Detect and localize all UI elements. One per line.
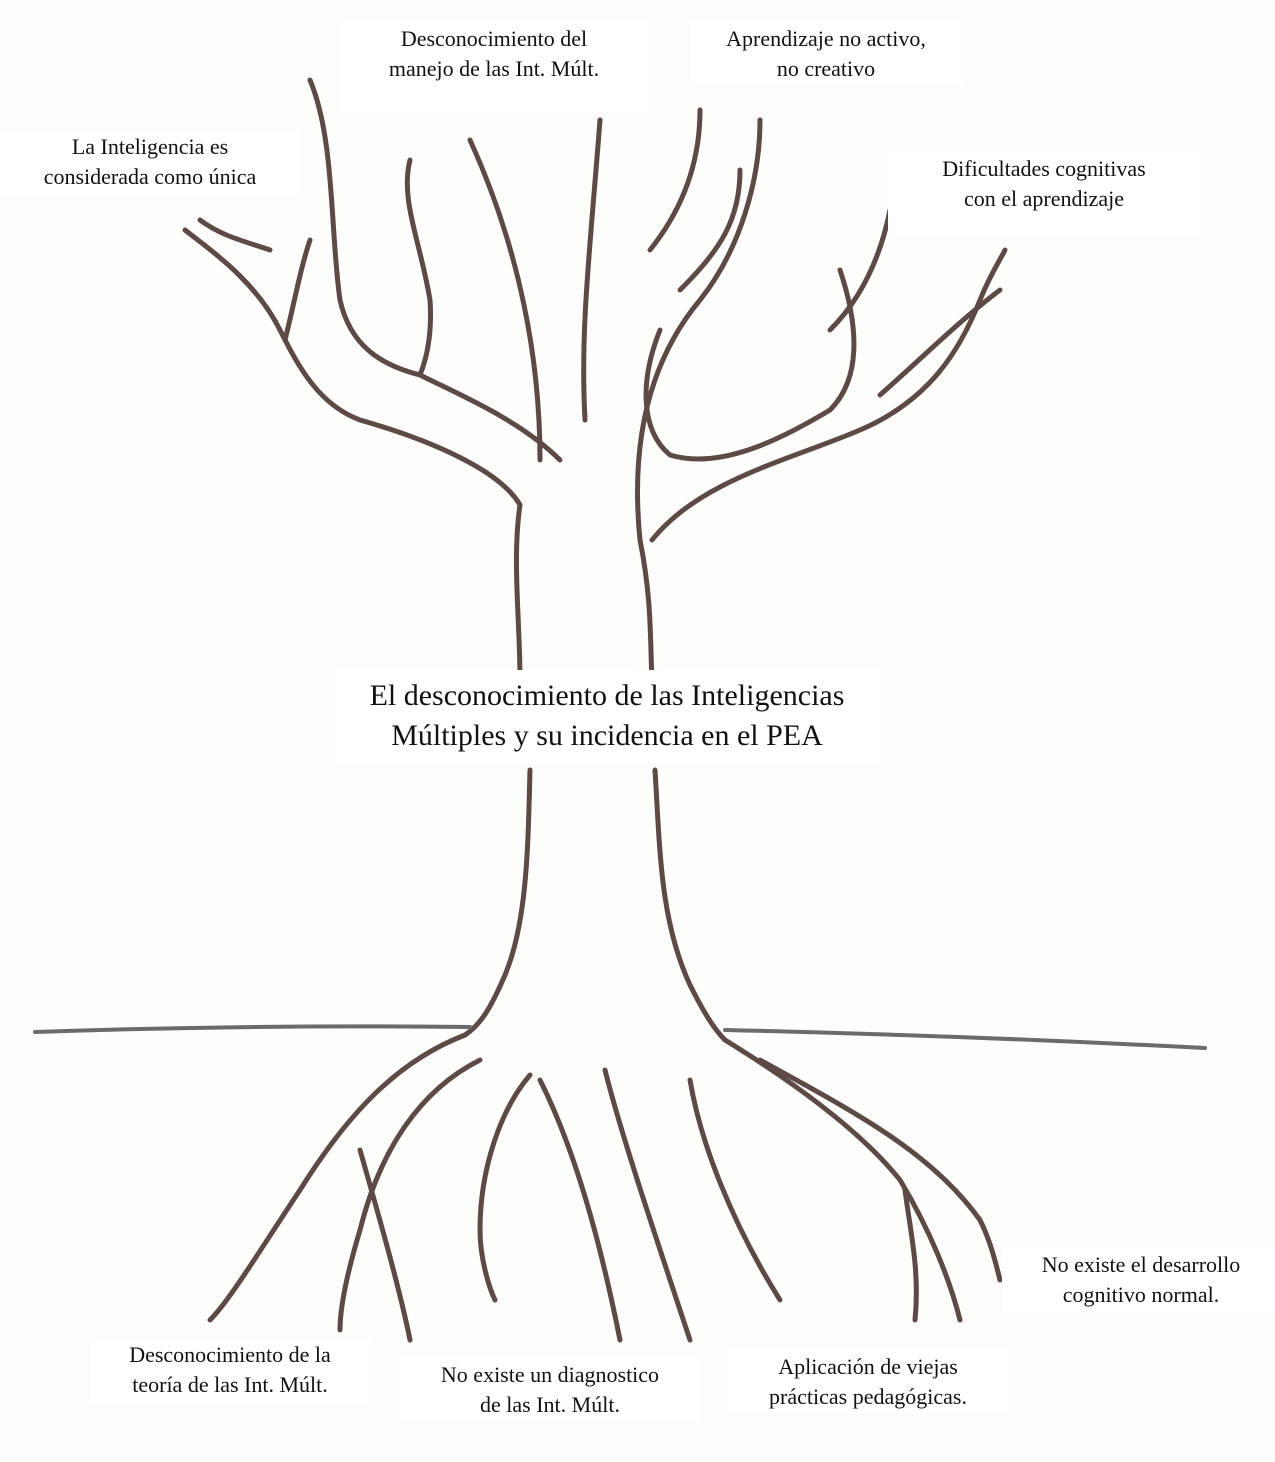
cause-label-2: No existe un diagnostico de las Int. Múl… — [400, 1358, 700, 1422]
cause-label-1: Desconocimiento de la teoría de las Int.… — [90, 1338, 370, 1402]
cause-label-4: No existe el desarrollo cognitivo normal… — [1002, 1248, 1275, 1312]
effect-label-2: Desconocimiento del manejo de las Int. M… — [340, 22, 648, 112]
branch-left-outer — [185, 230, 520, 505]
cause-label-3: Aplicación de viejas prácticas pedagógic… — [728, 1350, 1008, 1414]
twig-left-a — [200, 220, 310, 340]
effect-label-1: La Inteligencia es considerada como únic… — [0, 130, 300, 194]
branch-right-inner — [646, 270, 854, 459]
branch-left-inner — [310, 80, 560, 460]
ground-line-right — [725, 1030, 1205, 1048]
root-left-b — [360, 1150, 410, 1340]
root-center-right — [690, 1080, 780, 1300]
trunk-left-edge — [465, 505, 530, 1035]
twig-right-b — [880, 290, 1000, 395]
trunk-right-edge — [640, 540, 725, 1040]
branch-center-mid — [584, 120, 600, 420]
root-center — [605, 1070, 690, 1340]
twig-left-b — [407, 160, 430, 375]
root-far-left — [210, 1035, 465, 1320]
effect-label-3: Aprendizaje no activo, no creativo — [690, 22, 962, 86]
root-right — [725, 1040, 960, 1320]
root-center-left-b — [540, 1080, 620, 1340]
root-far-right — [760, 1060, 1000, 1280]
ground-line-left — [35, 1026, 470, 1032]
branch-center-left — [470, 140, 540, 460]
root-left — [340, 1060, 480, 1330]
effect-label-4: Dificultades cognitivas con el aprendiza… — [888, 152, 1200, 236]
central-problem-label: El desconocimiento de las Inteligencias … — [335, 670, 879, 762]
root-center-left — [480, 1075, 530, 1300]
